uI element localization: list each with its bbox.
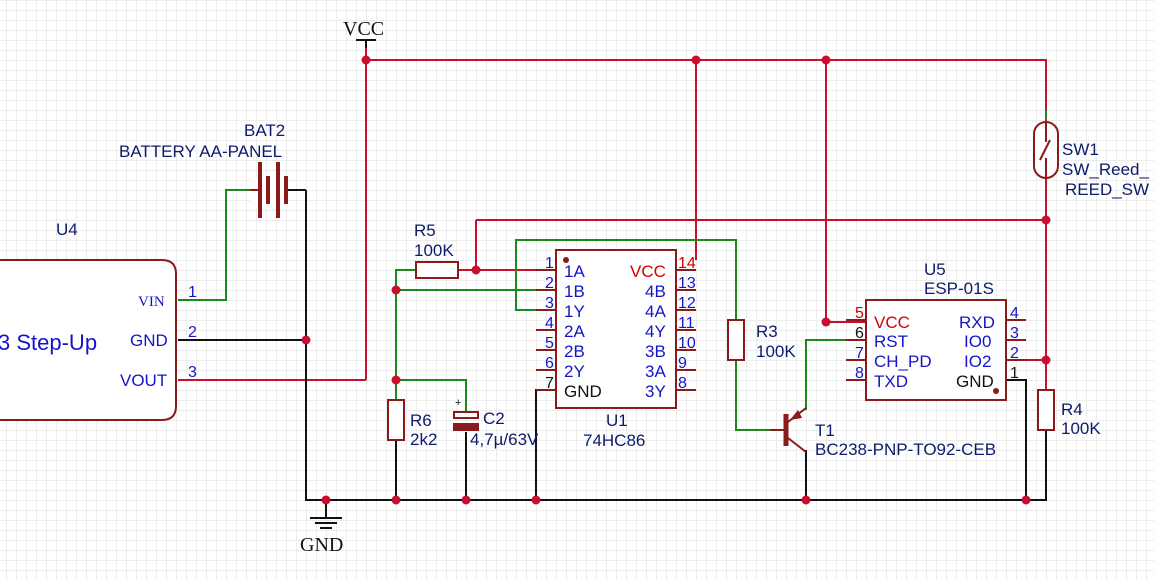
u1-pin3-name: 1Y: [564, 302, 585, 321]
r3-resistor[interactable]: R3 100K: [727, 319, 796, 361]
u5-pin5-num: 5: [855, 305, 864, 322]
u5-pin8-name: TXD: [874, 372, 908, 391]
c2-capacitor[interactable]: + C2 4,7µ/63V: [453, 397, 539, 449]
r5-c2-net-wire: [395, 269, 556, 412]
gnd-power-symbol: GND: [300, 517, 343, 556]
u4-stepup-module[interactable]: U4 3 Step-Up VIN 1 GND 2 VOUT 3: [0, 220, 197, 421]
u5-ref: U5: [924, 260, 946, 279]
u1-pin8-name: 3Y: [645, 382, 666, 401]
u4-value: 3 Step-Up: [0, 330, 97, 355]
u1-pin2-name: 1B: [564, 282, 585, 301]
r6-resistor[interactable]: R6 2k2: [387, 399, 437, 449]
gnd-label: GND: [300, 534, 343, 556]
sw1-value: SW_Reed_: [1062, 160, 1149, 179]
gnd-bus-wire: [178, 189, 1047, 501]
u5-esp01s[interactable]: 5 VCC 6 RST 7 CH_PD 8 TXD 4 RXD 3 IO0 2 …: [846, 260, 1026, 401]
u5-pin4-name: RXD: [959, 313, 995, 332]
u1-pin13-name: 4B: [645, 282, 666, 301]
u4-ref: U4: [56, 220, 78, 239]
battery-vin-wire: [178, 189, 250, 301]
u1-pin8-num: 8: [678, 375, 687, 392]
r5-ref: R5: [414, 221, 436, 240]
r6-ref: R6: [410, 411, 432, 430]
t1-transistor[interactable]: T1 BC238-PNP-TO92-CEB: [770, 407, 996, 459]
vcc-label: VCC: [343, 18, 384, 40]
u1-pin7-num: 7: [545, 375, 554, 392]
u5-pin7-num: 7: [855, 345, 864, 362]
u4-pin-vout-num: 3: [188, 364, 197, 381]
u5-pin3-num: 3: [1010, 325, 1019, 342]
u5-pin7-name: CH_PD: [874, 352, 932, 371]
u1-pin12-num: 12: [678, 295, 696, 312]
sw1-reed-switch[interactable]: SW1 SW_Reed_ REED_SW: [1033, 121, 1149, 199]
u1-pin5-name: 2B: [564, 342, 585, 361]
r6-value: 2k2: [410, 430, 437, 449]
u1-pin14-num: 14: [678, 255, 696, 272]
r5-value: 100K: [414, 241, 454, 260]
u1-pin2-num: 2: [545, 275, 554, 292]
u1-pin6-name: 2Y: [564, 362, 585, 381]
vcc-power-symbol: VCC: [343, 18, 384, 48]
r4-resistor[interactable]: R4 100K: [1037, 389, 1101, 438]
r5-resistor[interactable]: R5 100K: [414, 221, 459, 279]
r3-value: 100K: [756, 342, 796, 361]
c2-ref: C2: [483, 409, 505, 428]
u1-pin13-num: 13: [678, 275, 696, 292]
u4-pin-vout-name: VOUT: [120, 371, 167, 390]
u1-pin9-name: 3A: [645, 362, 666, 381]
u5-pin1-num: 1: [1010, 365, 1019, 382]
u1-ref: U1: [606, 411, 628, 430]
u1-pin11-num: 11: [678, 315, 695, 332]
u1-pin5-num: 5: [545, 335, 554, 352]
bat2-battery[interactable]: BAT2 BATTERY AA-PANEL: [119, 121, 288, 218]
u1-pin7-name: GND: [564, 382, 602, 401]
u1-pin10-name: 3B: [645, 342, 666, 361]
u4-pin-vin-name: VIN: [138, 294, 165, 310]
u1-pin4-name: 2A: [564, 322, 585, 341]
r4-value: 100K: [1061, 419, 1101, 438]
u1-pin1-name: 1A: [564, 262, 585, 281]
u1-pin14-name: VCC: [630, 262, 666, 281]
u1-out-wire: [515, 239, 737, 320]
junctions: [301, 55, 1051, 505]
sw1-ref: SW1: [1062, 140, 1099, 159]
u1-pin3-num: 3: [545, 295, 554, 312]
u4-pin-gnd-name: GND: [130, 331, 168, 350]
u1-value: 74HC86: [583, 431, 645, 450]
u1-74hc86[interactable]: 1 1A 2 1B 3 1Y 4 2A 5 2B 6 2Y 7 GND 14 V…: [536, 249, 696, 450]
u1-pin10-num: 10: [678, 335, 696, 352]
r3-base-wire: [735, 360, 782, 431]
t1-value: BC238-PNP-TO92-CEB: [815, 440, 996, 459]
u5-pin1-name: GND: [956, 372, 994, 391]
u4-pin-vin-num: 1: [188, 284, 197, 301]
bat2-value: BATTERY AA-PANEL: [119, 142, 282, 161]
u1-pin11-name: 4Y: [645, 322, 666, 341]
c2-value: 4,7µ/63V: [470, 430, 539, 449]
u1-pin1-num: 1: [545, 255, 554, 272]
r3-ref: R3: [756, 322, 778, 341]
c2-polarity: +: [455, 397, 461, 409]
r4-ref: R4: [1061, 400, 1083, 419]
u5-value: ESP-01S: [924, 279, 994, 298]
u5-pin3-name: IO0: [964, 332, 991, 351]
u1-pin12-name: 4A: [645, 302, 666, 321]
u1-pin9-num: 9: [678, 355, 687, 372]
u5-pin2-name: IO2: [964, 352, 991, 371]
u5-pin6-num: 6: [855, 325, 864, 342]
vcc-rail-wire: [365, 46, 1047, 380]
u1-pin4-num: 4: [545, 315, 554, 332]
u5-pin2-num: 2: [1010, 345, 1019, 362]
u1-pin6-num: 6: [545, 355, 554, 372]
u5-pin4-num: 4: [1010, 305, 1019, 322]
sw1-footprint: REED_SW: [1065, 180, 1149, 199]
t1-ref: T1: [815, 421, 835, 440]
u5-pin6-name: RST: [874, 332, 908, 351]
u5-pin8-num: 8: [855, 365, 864, 382]
u4-pin-gnd-num: 2: [188, 324, 197, 341]
u5-vcc-wire: [825, 60, 866, 323]
bat2-ref: BAT2: [244, 121, 285, 140]
u5-pin5-name: VCC: [874, 313, 910, 332]
